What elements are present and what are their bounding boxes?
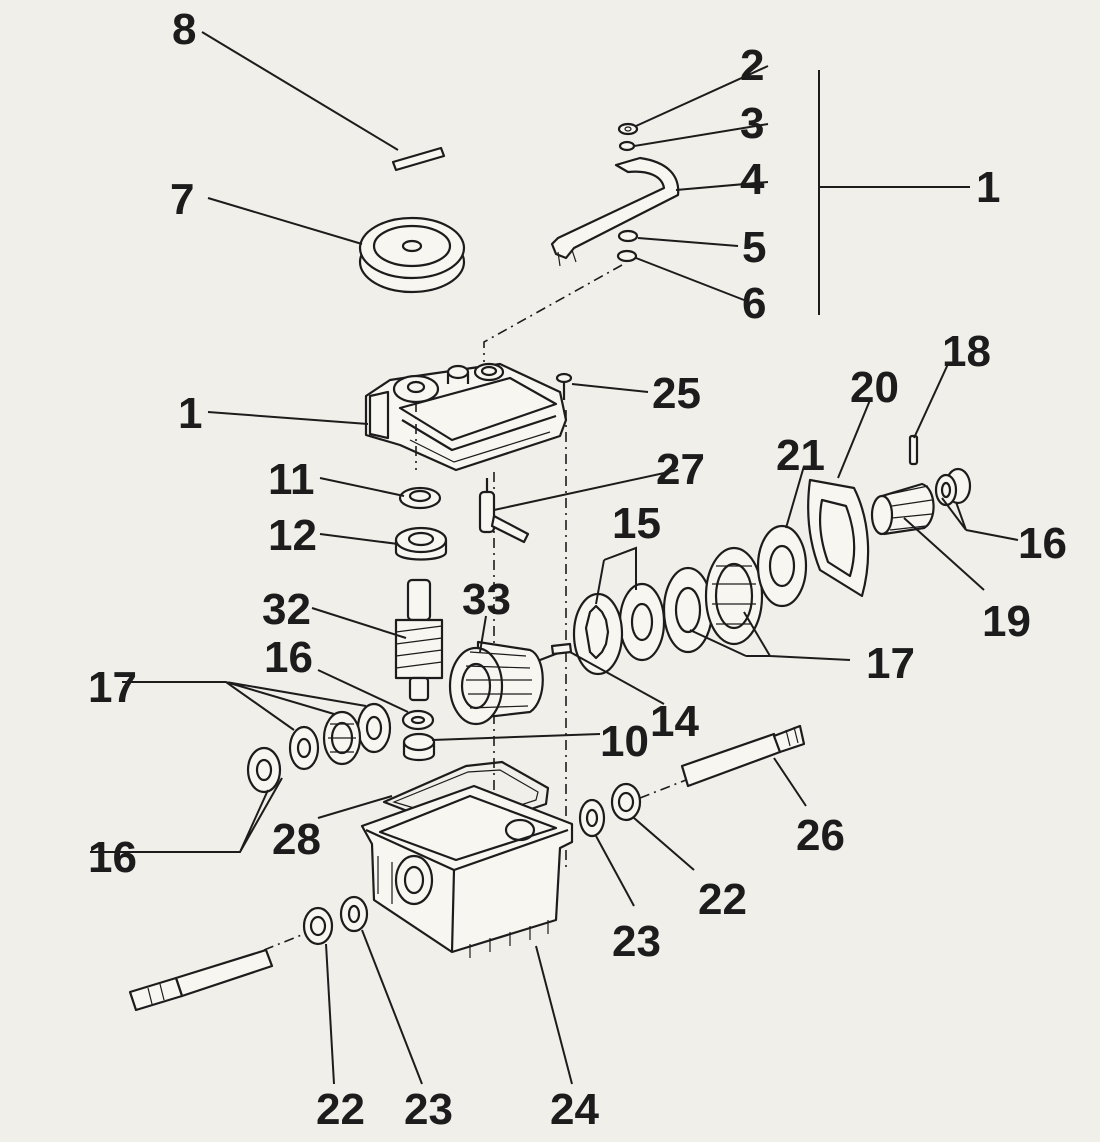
label-4: 4 [740,155,765,204]
part-thrust-washer-17-right [662,566,714,654]
label-6: 6 [742,279,766,328]
label-20: 20 [850,363,899,412]
part-housing-cover-1 [364,362,568,472]
part-pin-18 [908,434,919,466]
part-pin-8 [391,146,446,172]
part-bearing-12 [394,526,448,561]
part-bearing-22-right [610,782,642,822]
part-shift-lever-27 [478,478,530,544]
label-33: 33 [462,575,511,624]
label-16-right: 16 [1018,519,1067,568]
label-16-left: 16 [88,833,137,882]
label-3: 3 [740,99,764,148]
part-gasket-20 [807,478,870,598]
part-lever-4 [550,156,680,267]
part-axle-shaft-26 [639,724,806,799]
part-washer-5 [617,229,639,243]
label-11: 11 [268,455,315,504]
part-clutch-plates-15 [572,582,666,676]
part-nut-2 [617,122,639,136]
label-15: 15 [612,499,661,548]
label-22-right: 22 [698,875,747,924]
part-washer-16-middle [401,709,435,731]
label-23-left: 23 [404,1085,453,1134]
label-32: 32 [262,585,311,634]
part-washer-17-left-small [288,725,320,771]
part-seal-16-right [934,467,972,507]
label-1-cover: 1 [178,389,202,438]
label-8: 8 [172,5,196,54]
label-24: 24 [550,1085,599,1134]
part-seal-16-left [246,746,282,794]
label-16-middle: 16 [264,633,313,682]
leader-lines [90,31,1019,1085]
label-22-left: 22 [316,1085,365,1134]
label-5: 5 [742,223,766,272]
part-bushing-23-left [339,895,369,933]
part-pulley-7 [358,216,466,294]
label-17-left: 17 [88,663,137,712]
label-19: 19 [982,597,1031,646]
label-10: 10 [600,717,649,766]
part-bearing-22-left [302,906,334,946]
label-14: 14 [650,697,699,746]
label-26: 26 [796,811,845,860]
part-gear-case-24 [360,784,574,958]
label-27: 27 [656,445,705,494]
part-bushing-10 [402,732,436,762]
part-washer-17-left-large [356,702,392,754]
part-washer-21 [756,524,808,608]
part-gear-33 [448,640,567,726]
assembly-line-lever-to-cover [483,264,623,362]
label-25: 25 [652,369,701,418]
label-28: 28 [272,815,321,864]
part-axle-shaft-left [128,933,305,1012]
label-17-right: 17 [866,639,915,688]
label-1-group: 1 [976,163,1000,212]
label-2: 2 [740,41,764,90]
part-washer-6 [616,249,638,263]
label-12: 12 [268,511,317,560]
part-worm-shaft-32 [394,578,444,702]
label-18: 18 [942,327,991,376]
label-7: 7 [170,175,194,224]
label-21: 21 [776,431,825,480]
part-screw-25 [555,372,573,400]
part-pin-14 [550,642,573,656]
part-bearing-11 [398,486,442,510]
part-bearing-17-left [322,710,362,766]
label-23-right: 23 [612,917,661,966]
part-washer-3 [618,140,636,152]
part-coupling-19 [870,482,935,536]
part-bushing-23-right [578,798,606,838]
